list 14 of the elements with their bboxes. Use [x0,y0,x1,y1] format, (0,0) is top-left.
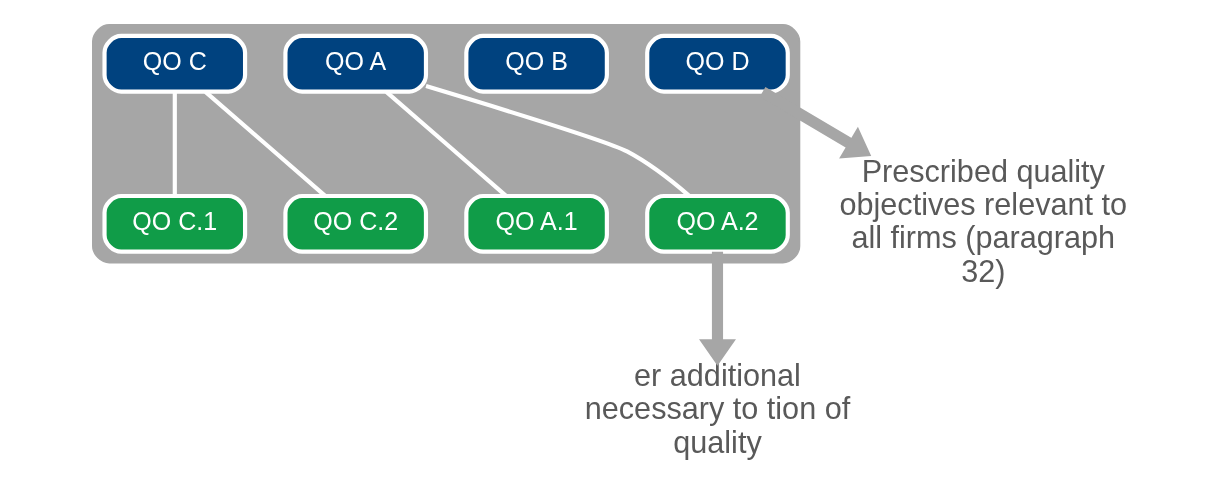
node-box: QO C.2 [282,193,428,254]
node-text: Prescribed quality objectives relevant to all firms (paragraph 32) [839,153,1127,288]
node-box: QO A.1 [463,193,609,254]
node-text: er additional necessary to tion of quality [584,358,850,459]
node-box: QO A.2 [644,193,790,254]
node-box: QO A [282,33,428,94]
arrow [759,87,871,159]
node-box: QO C [101,33,247,94]
node-box: QO C.1 [101,193,247,254]
node-box: QO B [463,33,609,94]
connector [172,91,177,196]
node-box: QO D [644,33,790,94]
arrow [698,251,736,366]
cluster [91,24,800,264]
